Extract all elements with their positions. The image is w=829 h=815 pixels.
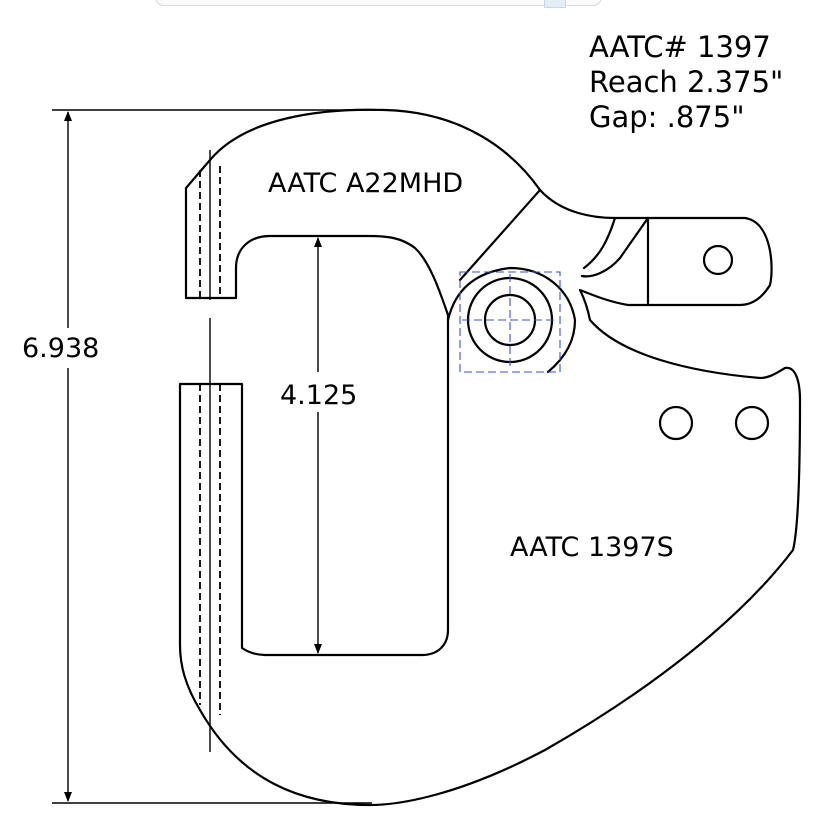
lever-notch — [580, 216, 650, 278]
part-number-label: AATC# 1397 — [589, 30, 771, 64]
window-edge-button — [544, 0, 566, 8]
mount-hole-left — [658, 405, 694, 441]
lower-body-label: AATC 1397S — [510, 532, 674, 563]
pivot-center-box — [459, 271, 561, 373]
pivot-center-cross — [462, 274, 558, 370]
jaw-split-line — [458, 188, 542, 282]
pivot-boss-outline — [446, 266, 577, 374]
reach-label: Reach 2.375" — [589, 65, 783, 99]
lever-hole — [702, 244, 734, 276]
upper-jaw-label: AATC A22MHD — [268, 168, 463, 199]
overall-height-value: 6.938 — [22, 333, 99, 364]
body-outline — [178, 108, 802, 807]
throat-depth-value: 4.125 — [280, 380, 357, 411]
gap-label: Gap: .875" — [589, 100, 745, 134]
lever-upper-edge — [582, 216, 617, 270]
mount-hole-right — [734, 405, 770, 441]
